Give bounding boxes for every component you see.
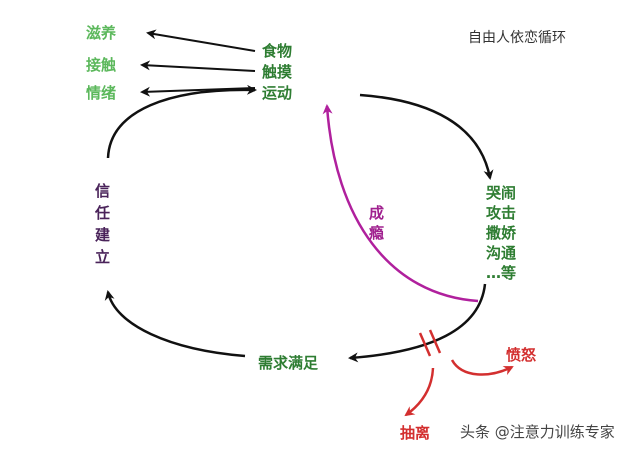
behavior-cry: 哭闹 <box>485 184 516 202</box>
behavior-attack: 攻击 <box>486 204 516 222</box>
arrow-providers-to-behaviors <box>359 93 494 180</box>
arrow-satisfied-to-trust <box>104 290 246 358</box>
break-mark <box>418 329 442 357</box>
arrow-touch-to-contact <box>140 60 256 72</box>
arrow-trust-to-providers <box>106 84 257 159</box>
arrow-movement-to-emotion <box>140 86 256 97</box>
provider-food: 食物 <box>262 42 292 60</box>
provider-touch: 触摸 <box>262 63 292 81</box>
arrow-anger <box>450 359 514 376</box>
arrow-behaviors-to-satisfied <box>348 283 487 363</box>
trust-char: 任 <box>94 204 110 222</box>
arrow-food-to-nourish <box>146 29 256 52</box>
behavior-coax: 撒娇 <box>486 224 517 242</box>
need-contact: 接触 <box>86 56 116 74</box>
trust-char: 信 <box>95 182 110 200</box>
addiction-char: 瘾 <box>369 224 384 242</box>
need-emotion: 情绪 <box>86 84 116 102</box>
arrow-addiction <box>322 104 479 303</box>
diagram-title: 自由人依恋循环 <box>468 29 566 46</box>
provider-movement: 运动 <box>262 84 292 102</box>
outcome-anger: 愤怒 <box>506 346 536 364</box>
outcome-withdraw: 抽离 <box>400 424 430 442</box>
needs-satisfied: 需求满足 <box>258 354 319 372</box>
need-nourish: 滋养 <box>86 24 117 42</box>
behavior-etc: …等 <box>486 264 516 282</box>
watermark: 头条 @注意力训练专家 <box>460 423 615 441</box>
addiction-char: 成 <box>369 204 384 222</box>
arrow-withdraw <box>404 367 435 417</box>
behavior-communicate: 沟通 <box>486 244 516 262</box>
trust-char: 立 <box>95 248 110 266</box>
trust-char: 建 <box>95 226 111 244</box>
